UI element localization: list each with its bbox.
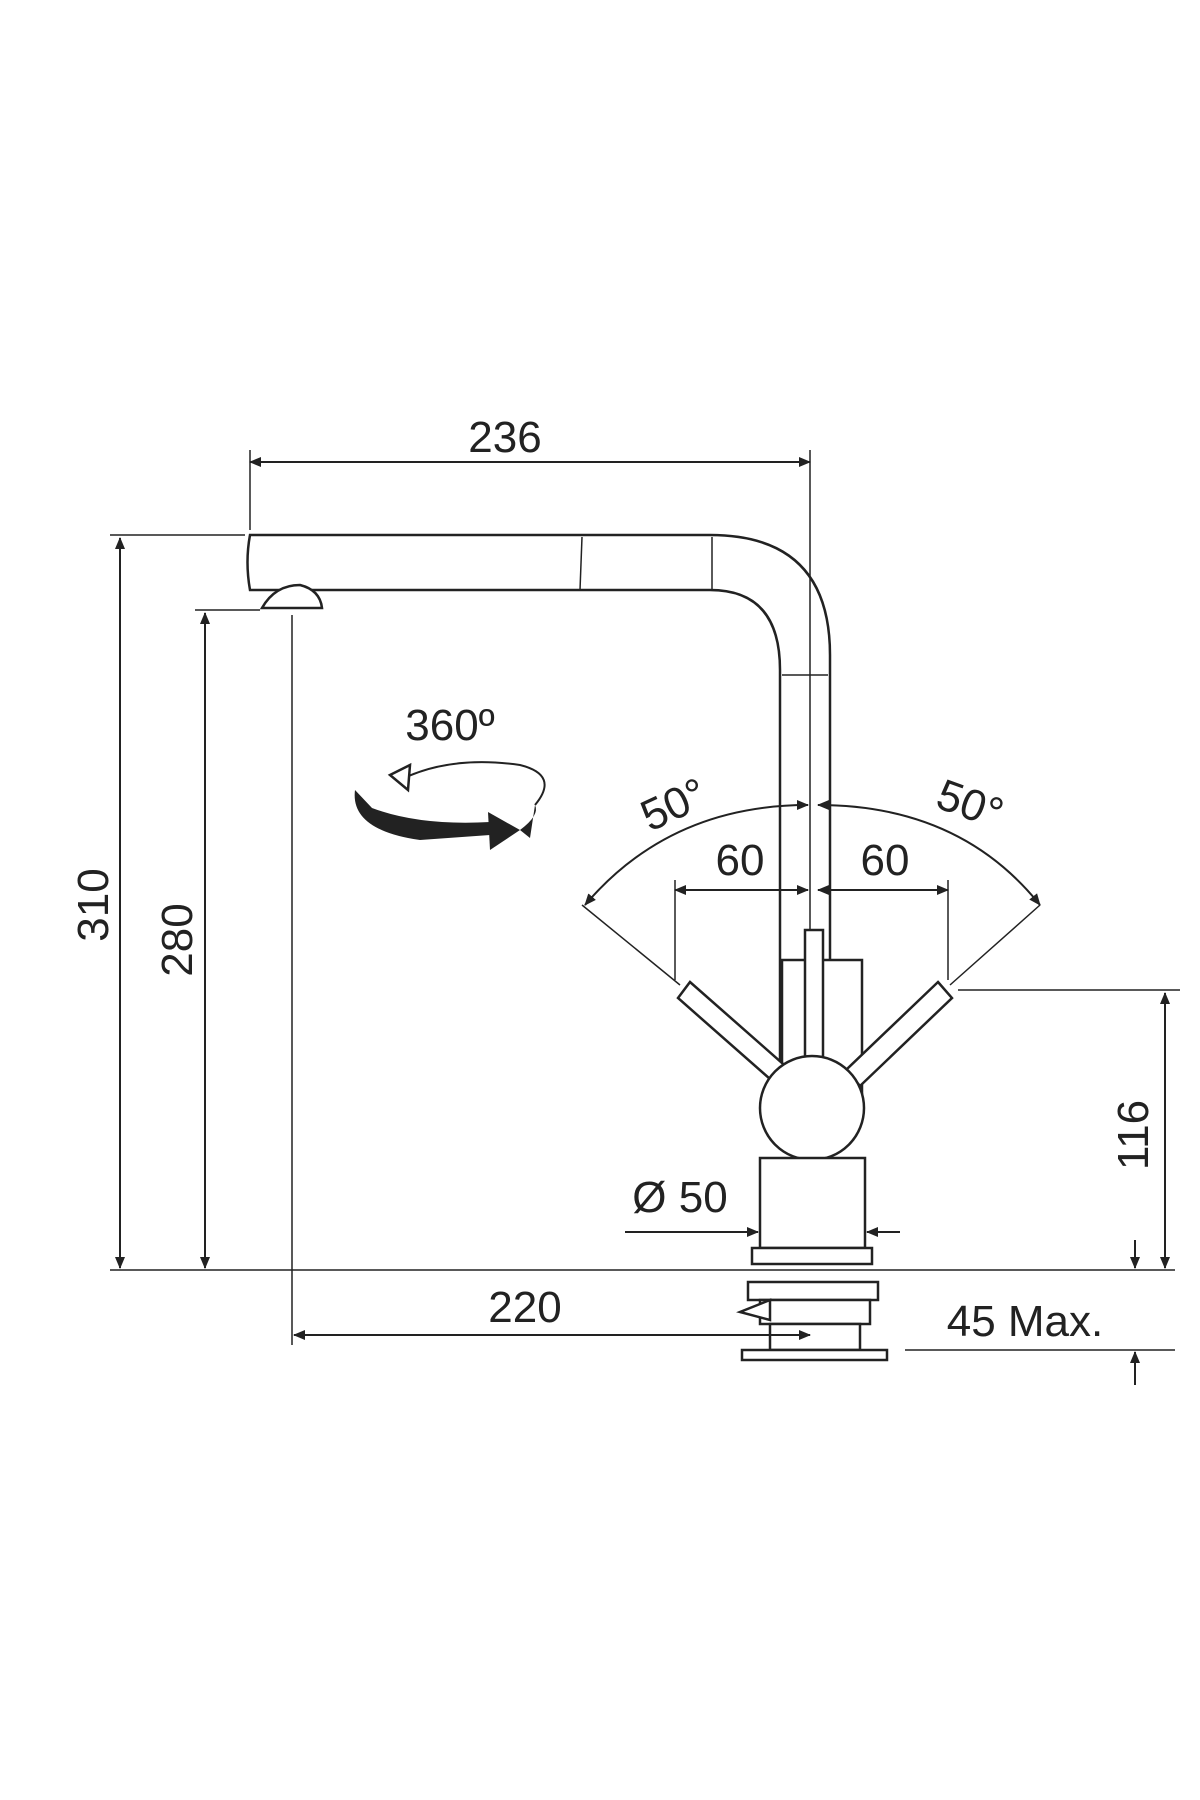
- base-plate: [750, 1246, 874, 1266]
- angle-line-left: [581, 904, 681, 986]
- rotation-arc-back: [399, 761, 546, 806]
- dim-max-counter-thickness: 45 Max.: [905, 1240, 1175, 1385]
- rotation-arrow-hollow: [387, 762, 412, 793]
- rotation-arc-end: [520, 805, 536, 838]
- dim-spout-reach: 236: [249, 413, 811, 930]
- dim-lever-offsets: 60 60: [674, 836, 949, 980]
- label-right-offset: 60: [861, 836, 910, 885]
- label-lever-height: 116: [1109, 1100, 1158, 1170]
- rotation-icon: 360º: [354, 701, 546, 850]
- label-left-angle: 50°: [633, 769, 714, 842]
- angle-arc-left: [584, 800, 809, 906]
- mount-shank: [768, 1322, 862, 1352]
- spout-arm: [246, 533, 832, 1122]
- label-max-counter-thickness: 45 Max.: [947, 1297, 1104, 1346]
- rotation-arc-front: [354, 790, 490, 840]
- spout-joint-1: [579, 536, 583, 591]
- rotation-arrow-bold: [488, 812, 520, 850]
- center-lever: [803, 928, 825, 1062]
- dim-total-height: 310: [69, 534, 1175, 1271]
- left-lever: [676, 980, 792, 1088]
- label-spout-reach: 236: [468, 413, 541, 462]
- label-rotation: 360º: [405, 701, 494, 750]
- lever-hub: [758, 1054, 866, 1162]
- label-total-height: 310: [69, 868, 118, 941]
- angle-arc-right: [817, 800, 1041, 906]
- dim-lever-height: 116: [958, 989, 1180, 1269]
- aerator-nozzle: [259, 583, 324, 610]
- mount-nut: [758, 1298, 872, 1326]
- dim-outlet-height: 280: [153, 609, 260, 1269]
- label-outlet-height: 280: [153, 903, 202, 976]
- label-outlet-to-center: 220: [488, 1283, 561, 1332]
- faucet-outline: [246, 533, 954, 1362]
- label-base-diameter: Ø 50: [632, 1173, 727, 1222]
- dim-base-diameter: Ø 50: [625, 1173, 900, 1237]
- dim-outlet-to-center: 220: [291, 615, 811, 1345]
- label-left-offset: 60: [716, 836, 765, 885]
- mount-bottom-plate: [740, 1348, 889, 1362]
- mount-clamp: [736, 1298, 772, 1322]
- base-collar: [758, 1156, 867, 1250]
- angle-line-right: [949, 904, 1041, 986]
- mount-washer: [746, 1280, 880, 1302]
